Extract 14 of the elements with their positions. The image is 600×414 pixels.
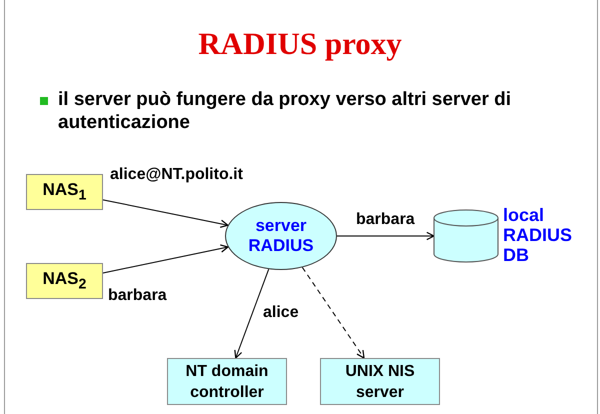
- slide-title: RADIUS proxy: [197, 26, 403, 62]
- server-ellipse: server RADIUS: [225, 202, 337, 270]
- bullet-text: il server può fungere da proxy verso altri server di autenticazione: [58, 88, 512, 134]
- arrow: [302, 266, 365, 359]
- arrow: [102, 244, 229, 274]
- arrow: [102, 199, 228, 228]
- access-server-box: NAS$_{1}$: [26, 174, 103, 210]
- edge-label: alice@NT.polito.it: [109, 166, 244, 184]
- access-server-box: NAS$_{2}$: [26, 263, 103, 299]
- server-box: UNIX NIS server: [320, 358, 440, 405]
- arrow: [234, 268, 270, 359]
- server-box: NT domain controller: [167, 358, 287, 405]
- database-caption: local RADIUS DB: [503, 205, 574, 265]
- arrow: [336, 232, 435, 240]
